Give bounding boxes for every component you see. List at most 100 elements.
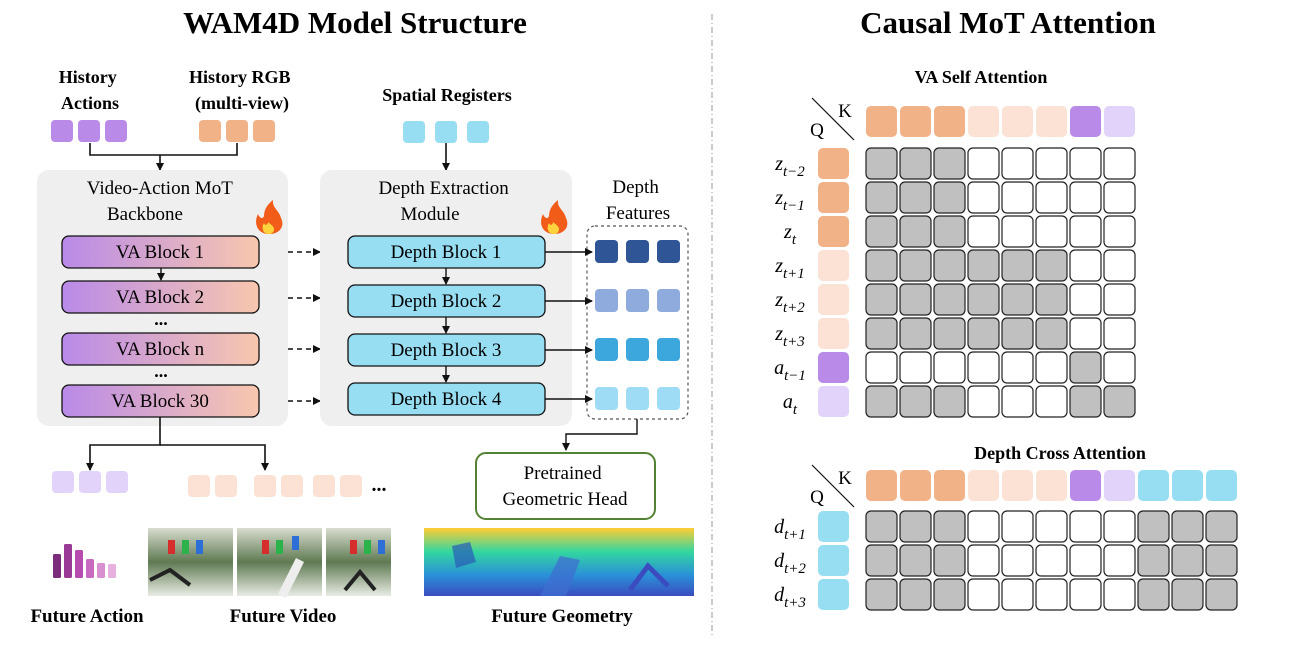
key-token	[900, 470, 931, 501]
history-rgb-token	[226, 120, 248, 142]
key-token	[1036, 470, 1067, 501]
backbone-output-line-2	[160, 444, 269, 471]
query-token	[818, 216, 849, 247]
attention-cell-visible	[899, 317, 932, 350]
key-token	[1036, 106, 1067, 137]
query-label: dt+1	[774, 516, 806, 543]
history-rgb-tokens	[199, 120, 275, 142]
key-token	[1070, 470, 1101, 501]
attention-cell-visible	[1205, 544, 1238, 577]
attention-cell-masked	[1103, 351, 1136, 384]
attention-cell-masked	[1001, 351, 1034, 384]
query-label: at	[783, 391, 798, 418]
attention-cell-masked	[1103, 181, 1136, 214]
self-attention-key-tokens	[866, 106, 1135, 137]
attention-cell-masked	[933, 351, 966, 384]
attention-cell-visible	[865, 317, 898, 350]
cross-q-label: Q	[810, 487, 824, 508]
attention-cell-masked	[1001, 544, 1034, 577]
future-video-tokens	[188, 475, 362, 497]
key-token	[934, 470, 965, 501]
future-video-token	[340, 475, 362, 497]
attention-cell-visible	[1001, 249, 1034, 282]
depth-feature-token	[657, 338, 680, 361]
self-attention-title: VA Self Attention	[915, 67, 1048, 87]
feature-to-head-line	[562, 419, 638, 451]
attention-cell-masked	[967, 351, 1000, 384]
video-frame	[326, 528, 391, 596]
left-title: WAM4D Model Structure	[183, 5, 527, 40]
attention-cell-visible	[865, 510, 898, 543]
va-block-label: VA Block 30	[111, 391, 209, 412]
video-frame	[237, 528, 322, 599]
geometry-shape	[540, 556, 580, 596]
query-token	[818, 182, 849, 213]
future-ellipsis: ...	[372, 474, 387, 496]
attention-cell-masked	[1035, 181, 1068, 214]
attention-cell-masked	[1035, 147, 1068, 180]
depth-module-title-line-2: Module	[400, 204, 459, 225]
depth-feature-token	[595, 289, 618, 312]
attention-cell-masked	[1035, 351, 1068, 384]
self-k-label: K	[838, 101, 852, 122]
va-block	[61, 332, 260, 366]
attention-cell-masked	[1103, 317, 1136, 350]
query-label: zt+3	[774, 323, 805, 350]
query-label: dt+3	[774, 584, 806, 611]
attention-cell-masked	[967, 578, 1000, 611]
geometry-shape	[452, 542, 476, 568]
attention-cell-visible	[899, 249, 932, 282]
depth-feature-token	[657, 289, 680, 312]
history-rgb-line-1: History RGB	[189, 67, 291, 87]
attention-cell-visible	[933, 544, 966, 577]
key-token	[1002, 106, 1033, 137]
attention-cell-visible	[899, 385, 932, 418]
attention-cell-visible	[933, 578, 966, 611]
va-block-label: VA Block 2	[116, 287, 204, 308]
future-action-token	[106, 471, 128, 493]
attention-cell-visible	[1069, 385, 1102, 418]
attention-cell-visible	[899, 544, 932, 577]
attention-cell-visible	[1001, 317, 1034, 350]
attention-cell-visible	[1171, 544, 1204, 577]
attention-cell-masked	[1001, 181, 1034, 214]
va-ellipsis: ...	[154, 309, 168, 329]
attention-cell-visible	[865, 385, 898, 418]
attention-cell-visible	[899, 181, 932, 214]
attention-cell-visible	[1069, 351, 1102, 384]
attention-cell-visible	[933, 385, 966, 418]
history-action-token	[78, 120, 100, 142]
backbone-title-line-2: Backbone	[107, 204, 183, 225]
attention-cell-masked	[1103, 215, 1136, 248]
attention-cell-visible	[1171, 510, 1204, 543]
depth-feature-token	[595, 387, 618, 410]
query-token	[818, 386, 849, 417]
depth-features-label: Depth Features	[606, 177, 670, 224]
query-token	[818, 250, 849, 281]
future-video-label: Future Video	[230, 606, 337, 627]
right-title: Causal MoT Attention	[860, 5, 1156, 40]
future-geometry-frames	[424, 528, 694, 596]
attention-cell-masked	[1069, 181, 1102, 214]
history-rgb-line-2: (multi-view)	[195, 93, 289, 114]
attention-cell-masked	[1103, 283, 1136, 316]
key-token	[1206, 470, 1237, 501]
va-block-label: VA Block 1	[116, 242, 204, 263]
qk-diagonal	[811, 97, 855, 141]
attention-cell-masked	[1001, 147, 1034, 180]
attention-cell-visible	[933, 147, 966, 180]
depth-module-title: Depth Extraction Module	[378, 178, 513, 225]
attention-cell-visible	[933, 510, 966, 543]
attention-cell-visible	[899, 147, 932, 180]
fire-icon	[541, 200, 568, 234]
query-token	[818, 284, 849, 315]
attention-cell-masked	[1069, 544, 1102, 577]
attention-cell-visible	[1137, 544, 1170, 577]
key-token	[866, 470, 897, 501]
attention-cell-visible	[899, 215, 932, 248]
query-token	[818, 579, 849, 610]
register-token	[435, 121, 457, 143]
attention-cell-masked	[967, 181, 1000, 214]
